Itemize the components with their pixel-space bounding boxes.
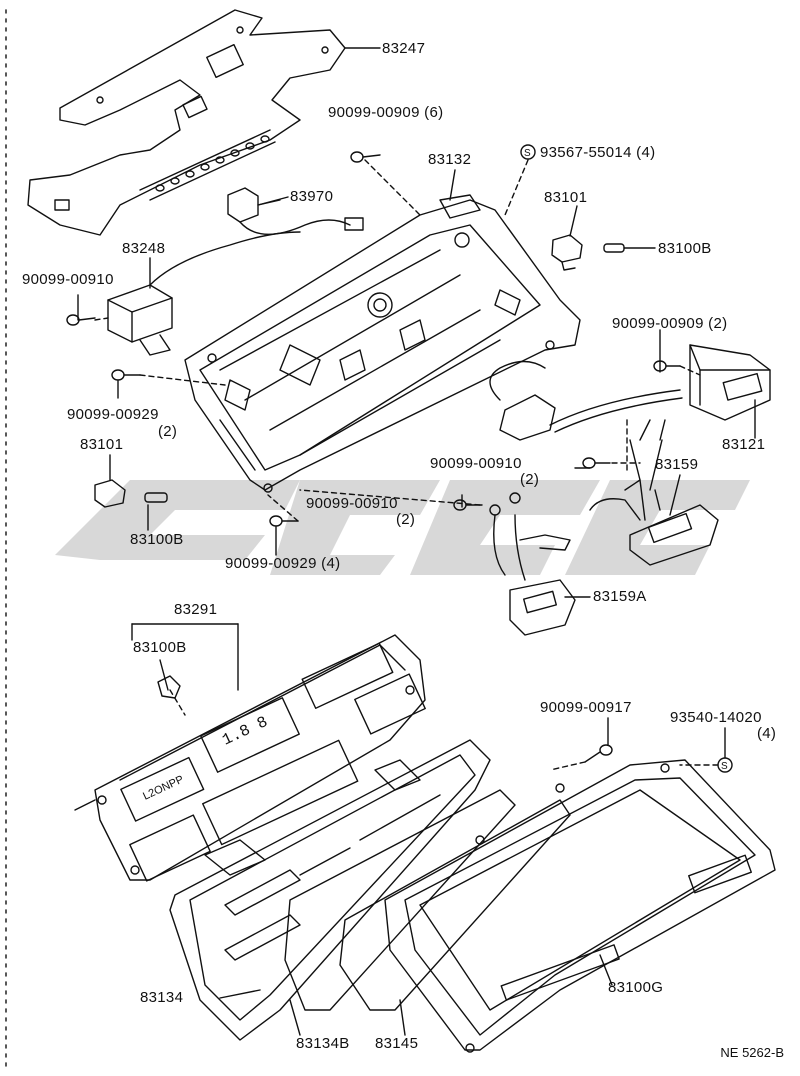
label-83159: 83159 <box>655 456 699 473</box>
label-83100B-top: 83100B <box>658 240 712 257</box>
label-83134B: 83134B <box>296 1035 350 1052</box>
label-83291: 83291 <box>174 601 218 618</box>
label-90099-00917: 90099-00917 <box>540 699 632 716</box>
label-83100B-mid: 83100B <box>133 639 187 656</box>
label-93540-14020: 93540-14020 <box>670 709 762 726</box>
screw-90099-00929-lower <box>269 515 299 527</box>
label-93567-55014: 93567-55014 (4) <box>540 144 656 161</box>
screw-90099-00929-left <box>111 369 141 381</box>
circle-s-top: S <box>524 148 531 159</box>
screw-90099-00909-top <box>350 151 381 163</box>
label-90099-00910-b-qty: (2) <box>520 471 540 488</box>
display-board-83291 <box>74 634 426 882</box>
harness-83159 <box>589 479 719 566</box>
nut-93567-55014 <box>520 144 536 160</box>
label-93540-qty: (4) <box>757 725 777 742</box>
label-90099-00929: 90099-00929 <box>67 406 159 423</box>
label-90099-00910-c-qty: (2) <box>396 511 416 528</box>
housing-83132 <box>184 194 581 493</box>
lcd-digits: 1.8 8 <box>220 713 271 750</box>
socket-83101-left <box>94 479 126 508</box>
lens-83134B <box>284 789 516 1011</box>
label-83101-top: 83101 <box>544 189 588 206</box>
screw-90099-00910-mid <box>582 457 611 469</box>
label-83145: 83145 <box>375 1035 419 1052</box>
drawing-code: NE 5262-B <box>720 1045 784 1060</box>
label-83134: 83134 <box>140 989 184 1006</box>
label-83101-left: 83101 <box>80 436 124 453</box>
label-83247: 83247 <box>382 40 426 57</box>
label-90099-00929-4: 90099-00929 (4) <box>225 555 341 572</box>
relay-83248 <box>107 231 301 356</box>
label-90099-00910-c: 90099-00910 <box>306 495 398 512</box>
label-90099-00910-b: 90099-00910 <box>430 455 522 472</box>
label-90099-00909-2: 90099-00909 (2) <box>612 315 728 332</box>
dashed-leaders <box>94 159 719 771</box>
bezel-83134 <box>169 739 491 1041</box>
label-90099-00910-a: 90099-00910 <box>22 271 114 288</box>
screw-90099-00909-right <box>653 360 681 372</box>
bracket-plate-83247 <box>27 9 381 236</box>
label-83248: 83248 <box>122 240 166 257</box>
label-83970: 83970 <box>290 188 334 205</box>
label-83132: 83132 <box>428 151 472 168</box>
lcd-text: L2ONPP <box>141 773 185 802</box>
screw-90099-00917 <box>584 744 613 763</box>
harness-83159A <box>489 492 576 636</box>
circle-s-bottom: S <box>721 761 728 772</box>
plate-83145 <box>339 799 571 1011</box>
label-83121: 83121 <box>722 436 766 453</box>
label-90099-00909-6: 90099-00909 (6) <box>328 104 444 121</box>
meter-83100G <box>384 759 776 1053</box>
socket-83101-top <box>551 234 583 271</box>
label-90099-00929-qty: (2) <box>158 423 178 440</box>
switch-83121 <box>689 344 771 421</box>
bulb-83100B-mid <box>157 675 181 699</box>
wire-harness-83121 <box>489 360 683 491</box>
label-83100G: 83100G <box>608 979 664 996</box>
label-83100B-left: 83100B <box>130 531 184 548</box>
label-83159A: 83159A <box>593 588 647 605</box>
bulb-83100B-left <box>144 492 168 503</box>
bulb-83100B-top <box>603 243 656 253</box>
screw-90099-00910-relay <box>66 314 96 326</box>
solid-leaders <box>77 169 756 1036</box>
